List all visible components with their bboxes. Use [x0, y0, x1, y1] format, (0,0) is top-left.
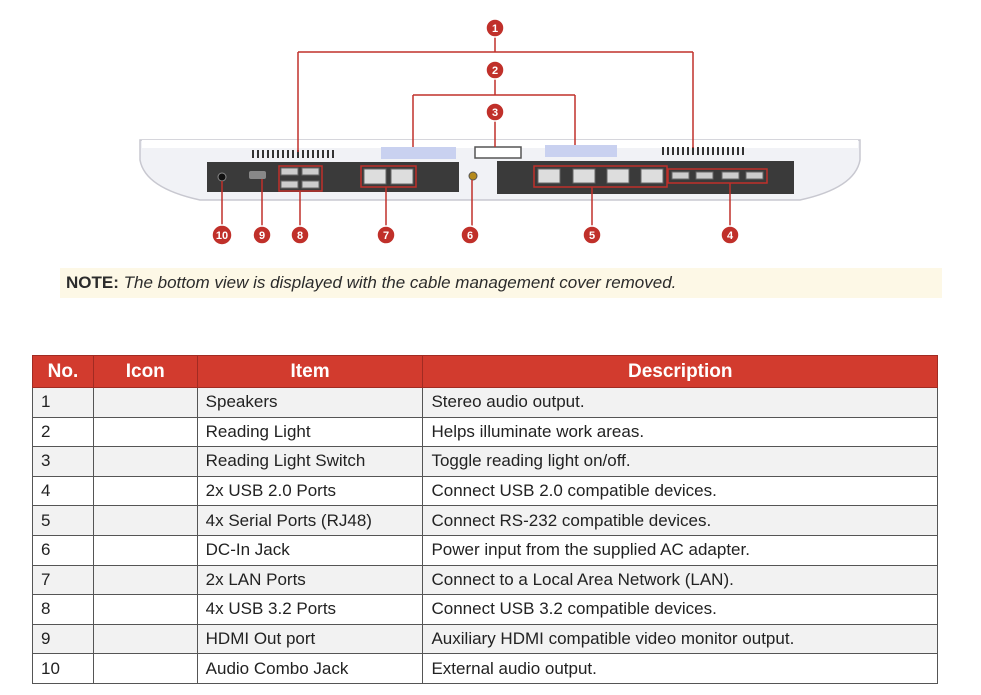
table-row: 1 Speakers Stereo audio output.: [32, 387, 938, 418]
callout-leader-lines: [221, 36, 731, 228]
cell-item: 4x USB 3.2 Ports: [196, 594, 424, 625]
cell-item: 2x LAN Ports: [196, 564, 424, 596]
cell-description: Connect RS-232 compatible devices.: [422, 505, 938, 536]
svg-text:5: 5: [589, 230, 595, 242]
cell-description: Connect USB 3.2 compatible devices.: [422, 594, 938, 625]
table-row: 7 2x LAN Ports Connect to a Local Area N…: [32, 564, 938, 596]
svg-text:1: 1: [492, 23, 498, 35]
speaker-right-grille: [662, 147, 744, 155]
cell-icon: [92, 594, 198, 625]
table-row: 8 4x USB 3.2 Ports Connect USB 3.2 compa…: [32, 594, 938, 625]
reading-light-switch: [474, 146, 522, 159]
callout-3: 3: [485, 102, 505, 122]
cell-description: Toggle reading light on/off.: [422, 446, 938, 477]
header-icon: Icon: [92, 355, 198, 388]
table-row: 4 2x USB 2.0 Ports Connect USB 2.0 compa…: [32, 475, 938, 507]
lan-ports-icon: [363, 168, 414, 185]
cell-icon: [92, 564, 198, 596]
cell-no: 6: [32, 534, 94, 566]
cell-icon: [92, 416, 198, 448]
cell-item: DC-In Jack: [196, 534, 424, 566]
cell-no: 1: [32, 387, 94, 418]
svg-text:4: 4: [727, 230, 734, 242]
callout-9: 9: [252, 225, 272, 245]
usb32-ports-icon: [280, 167, 320, 189]
callout-1: 1: [485, 18, 505, 38]
table-header-row: No. Icon Item Description: [32, 355, 938, 388]
table-row: 3 Reading Light Switch Toggle reading li…: [32, 446, 938, 477]
cell-icon: [92, 653, 198, 684]
table-row: 10 Audio Combo Jack External audio outpu…: [32, 653, 938, 684]
cell-no: 4: [32, 475, 94, 507]
ports-table: No. Icon Item Description 1 Speakers Ste…: [32, 355, 938, 684]
reading-light-left: [381, 147, 456, 159]
dc-jack-icon: [468, 171, 478, 181]
cell-icon: [92, 534, 198, 566]
audio-jack-icon: [217, 172, 227, 182]
cell-no: 9: [32, 623, 94, 655]
cell-no: 8: [32, 594, 94, 625]
cell-item: Audio Combo Jack: [196, 653, 424, 684]
cell-description: External audio output.: [422, 653, 938, 684]
cell-description: Connect to a Local Area Network (LAN).: [422, 564, 938, 596]
svg-text:7: 7: [383, 230, 389, 242]
cell-description: Connect USB 2.0 compatible devices.: [422, 475, 938, 507]
cell-item: 2x USB 2.0 Ports: [196, 475, 424, 507]
cell-icon: [92, 623, 198, 655]
highlight-boxes: [278, 165, 768, 192]
callout-5: 5: [582, 225, 602, 245]
cell-icon: [92, 475, 198, 507]
cell-description: Power input from the supplied AC adapter…: [422, 534, 938, 566]
cell-item: 4x Serial Ports (RJ48): [196, 505, 424, 536]
svg-text:9: 9: [259, 230, 265, 242]
cell-item: Speakers: [196, 387, 424, 418]
speaker-left-grille: [252, 150, 334, 158]
cell-description: Stereo audio output.: [422, 387, 938, 418]
note-bar: NOTE: The bottom view is displayed with …: [60, 268, 942, 298]
table-row: 5 4x Serial Ports (RJ48) Connect RS-232 …: [32, 505, 938, 536]
hdmi-port-icon: [249, 171, 266, 179]
cell-item: HDMI Out port: [196, 623, 424, 655]
cell-description: Auxiliary HDMI compatible video monitor …: [422, 623, 938, 655]
cell-no: 7: [32, 564, 94, 596]
callout-7: 7: [376, 225, 396, 245]
cell-icon: [92, 446, 198, 477]
header-description: Description: [422, 355, 938, 388]
cell-no: 10: [32, 653, 94, 684]
cell-no: 5: [32, 505, 94, 536]
svg-text:2: 2: [492, 65, 498, 77]
table-row: 2 Reading Light Helps illuminate work ar…: [32, 416, 938, 448]
svg-text:8: 8: [297, 230, 303, 242]
port-panel-left: [207, 162, 459, 192]
reading-light-right: [545, 145, 617, 157]
header-no: No.: [32, 355, 94, 388]
cell-no: 2: [32, 416, 94, 448]
note-label: NOTE:: [66, 273, 119, 292]
svg-text:10: 10: [216, 230, 228, 242]
cell-description: Helps illuminate work areas.: [422, 416, 938, 448]
note-text: The bottom view is displayed with the ca…: [123, 273, 677, 292]
callout-2: 2: [485, 60, 505, 80]
svg-text:3: 3: [492, 107, 498, 119]
callout-10: 10: [211, 224, 233, 246]
cell-icon: [92, 387, 198, 418]
svg-text:6: 6: [467, 230, 473, 242]
header-item: Item: [196, 355, 424, 388]
cell-item: Reading Light Switch: [196, 446, 424, 477]
serial-ports-icon: [537, 168, 664, 184]
table-row: 6 DC-In Jack Power input from the suppli…: [32, 534, 938, 566]
callout-6: 6: [460, 225, 480, 245]
table-row: 9 HDMI Out port Auxiliary HDMI compatibl…: [32, 623, 938, 655]
cell-icon: [92, 505, 198, 536]
device-bottom-view-diagram: 1 2 3 4 5 6 7 8 9 10: [139, 18, 861, 246]
usb20-ports-icon: [671, 171, 764, 180]
callout-8: 8: [290, 225, 310, 245]
cell-item: Reading Light: [196, 416, 424, 448]
callout-4: 4: [720, 225, 740, 245]
cell-no: 3: [32, 446, 94, 477]
device-top-band: [142, 140, 858, 148]
